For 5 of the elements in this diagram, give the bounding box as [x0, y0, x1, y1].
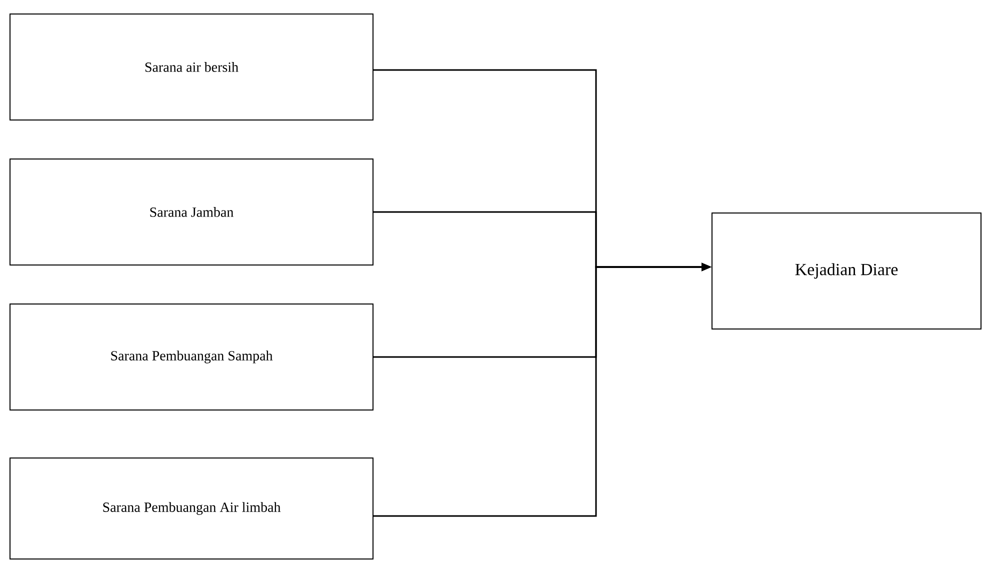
outcome-box: Kejadian Diare — [712, 212, 982, 330]
process-box: Sarana Jamban — [10, 158, 374, 266]
process-box: Sarana air bersih — [10, 14, 374, 120]
process-box: Sarana Pembuangan Sampah — [10, 303, 374, 410]
process-box: Sarana Pembuangan Air limbah — [10, 457, 374, 560]
